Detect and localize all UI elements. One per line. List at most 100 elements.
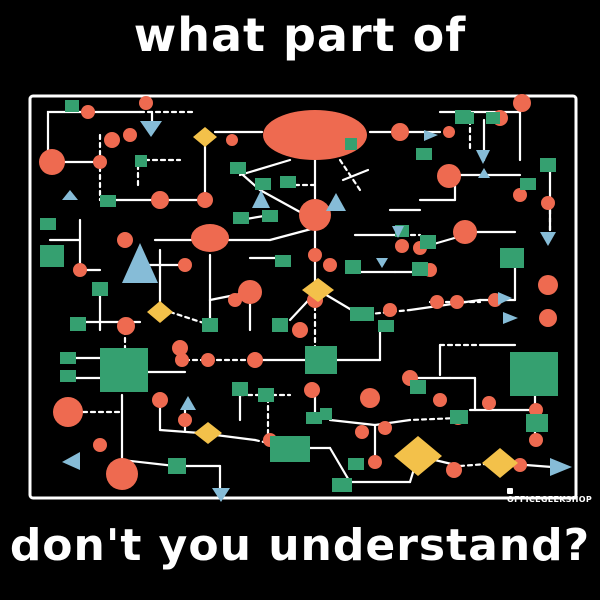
rect-node xyxy=(348,458,364,470)
circle-node xyxy=(299,199,331,231)
rect-node xyxy=(540,158,556,172)
circle-node xyxy=(395,239,409,253)
circle-node xyxy=(93,438,107,452)
circle-node xyxy=(446,462,462,478)
rect-node xyxy=(500,248,524,268)
circle-node xyxy=(437,164,461,188)
triangle-node xyxy=(212,488,230,502)
circle-node xyxy=(513,94,531,112)
rect-node xyxy=(135,155,147,167)
circle-node xyxy=(308,248,322,262)
rect-node xyxy=(168,458,186,474)
circle-node xyxy=(443,126,455,138)
triangle-node xyxy=(326,193,346,211)
rect-node xyxy=(272,318,288,332)
circle-node xyxy=(378,421,392,435)
rect-node xyxy=(455,110,471,124)
rect-node xyxy=(450,410,468,424)
rect-node xyxy=(100,195,116,207)
rect-node xyxy=(202,318,218,332)
circle-node xyxy=(529,433,543,447)
rect-node xyxy=(345,138,357,150)
rect-node xyxy=(60,370,76,382)
rect-node xyxy=(70,317,86,331)
rect-node xyxy=(305,346,337,374)
circle-node xyxy=(197,192,213,208)
circle-node xyxy=(152,392,168,408)
rect-node xyxy=(412,262,428,276)
circle-node xyxy=(39,149,65,175)
circle-node xyxy=(368,455,382,469)
connector-line xyxy=(258,188,302,214)
circle-node xyxy=(513,458,527,472)
circle-node xyxy=(93,155,107,169)
connector-line xyxy=(341,168,370,182)
rect-node xyxy=(258,388,274,402)
ellipse-node xyxy=(263,110,367,160)
triangle-node xyxy=(62,190,78,200)
triangle-node xyxy=(476,150,490,164)
circle-node xyxy=(201,353,215,367)
circle-node xyxy=(226,134,238,146)
rect-node xyxy=(230,162,246,174)
rect-node xyxy=(262,210,278,222)
triangle-node xyxy=(62,452,80,470)
circle-node xyxy=(172,340,188,356)
circle-node xyxy=(178,258,192,272)
rect-node xyxy=(526,414,548,432)
circle-node xyxy=(450,295,464,309)
headline-top: what part of xyxy=(133,8,467,62)
circle-node xyxy=(238,280,262,304)
circle-node xyxy=(151,191,169,209)
circle-node xyxy=(123,128,137,142)
rect-node xyxy=(270,436,310,462)
triangle-node xyxy=(478,168,490,178)
circle-node xyxy=(106,458,138,490)
brand-name: OFFICEGEEKSHOP xyxy=(507,495,593,504)
ellipse-node xyxy=(191,224,229,252)
connector-line xyxy=(268,226,317,242)
circle-node xyxy=(541,196,555,210)
rect-node xyxy=(60,352,76,364)
circle-node xyxy=(323,258,337,272)
circle-node xyxy=(391,123,409,141)
circle-node xyxy=(175,353,189,367)
circle-node xyxy=(117,232,133,248)
triangle-node xyxy=(540,232,556,246)
circle-node xyxy=(539,309,557,327)
diagram-frame xyxy=(28,94,578,500)
circle-node xyxy=(430,295,444,309)
rect-node xyxy=(232,382,248,396)
diamond-node xyxy=(194,422,222,444)
diamond-node xyxy=(147,301,173,323)
circle-node xyxy=(292,322,308,338)
triangle-node xyxy=(424,130,438,141)
triangle-node xyxy=(498,292,512,305)
triangle-node xyxy=(376,258,388,268)
diamond-node xyxy=(302,278,334,302)
rect-node xyxy=(332,478,352,492)
rect-node xyxy=(100,348,148,392)
rect-node xyxy=(280,176,296,188)
rect-node xyxy=(92,282,108,296)
rect-node xyxy=(40,245,64,267)
triangle-node xyxy=(122,243,158,283)
circle-node xyxy=(104,132,120,148)
circle-node xyxy=(529,403,543,417)
rect-node xyxy=(416,148,432,160)
rect-node xyxy=(233,212,249,224)
circle-node xyxy=(247,352,263,368)
connector-line xyxy=(338,158,362,192)
rect-node xyxy=(520,178,536,190)
triangle-node xyxy=(180,396,196,410)
circle-node xyxy=(73,263,87,277)
rect-node xyxy=(378,320,394,332)
rect-node xyxy=(320,408,332,420)
circle-node xyxy=(81,105,95,119)
connector-line xyxy=(78,218,102,272)
triangle-node xyxy=(252,190,270,208)
connector-line xyxy=(408,298,482,312)
rect-node xyxy=(306,412,322,424)
connector-line xyxy=(158,428,202,435)
